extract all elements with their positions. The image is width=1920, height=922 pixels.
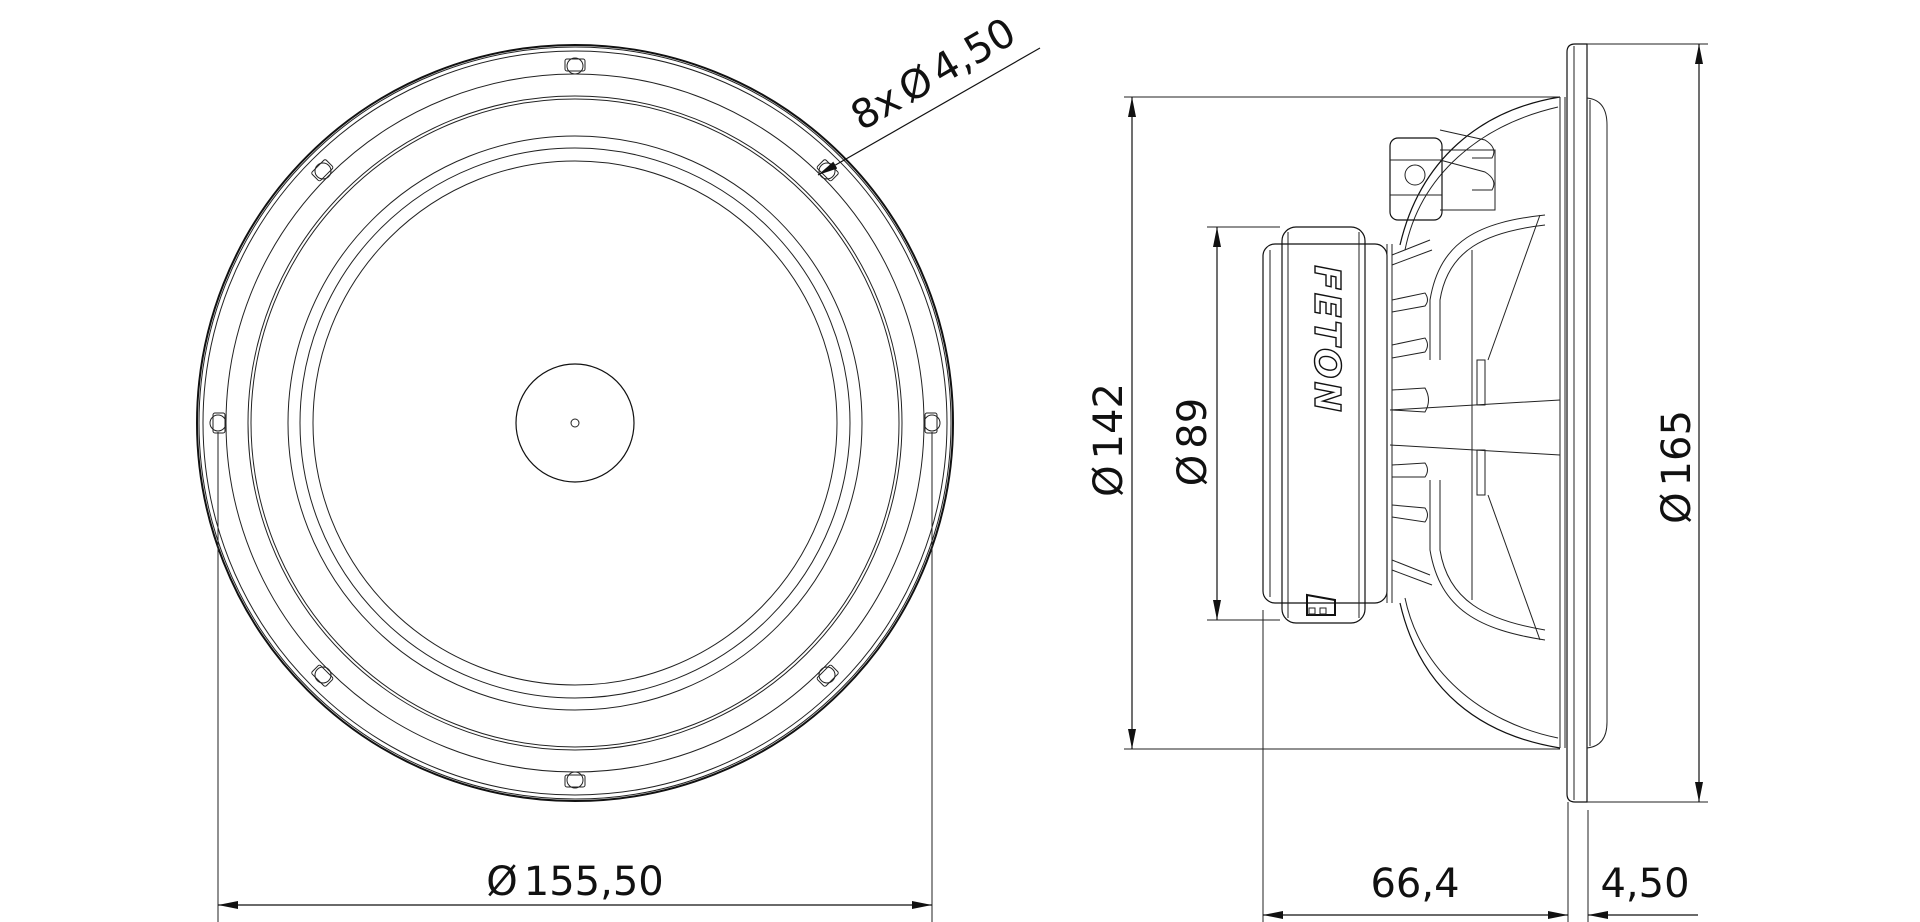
hole-callout: 8xØ4,50	[843, 9, 1023, 140]
basket-top-arc	[1399, 96, 1561, 246]
surround-outer	[225, 73, 925, 773]
vent-fins	[1391, 239, 1433, 586]
outer-rim	[196, 44, 954, 802]
basket-spoke-middle	[1389, 399, 1561, 456]
gasket	[1586, 97, 1608, 749]
terminal-block	[1389, 129, 1496, 221]
hole-diameter-value: 4,50	[924, 9, 1024, 93]
svg-text:8xØ4,50: 8xØ4,50	[843, 9, 1023, 140]
side-view: FETON Ø142 Ø89 Ø165 66,	[1086, 43, 1708, 922]
hole-leader-line	[817, 47, 1041, 176]
basket-spoke-upper	[1429, 214, 1546, 360]
flange	[1566, 43, 1588, 803]
dust-cap	[515, 363, 635, 483]
svg-text:FETON: FETON	[1306, 265, 1347, 414]
dim-165-label: Ø165	[1654, 410, 1700, 524]
surround-inner	[287, 135, 863, 711]
magnet-brand-logo: FETON	[1305, 265, 1347, 416]
cone-edge	[312, 160, 838, 686]
magnet-body	[1281, 226, 1366, 624]
dim-4-50-label: 4,50	[1600, 861, 1689, 907]
basket-bottom-arc	[1399, 602, 1561, 749]
basket-spoke-lower	[1429, 480, 1546, 641]
dim-66-4-label: 66,4	[1370, 861, 1459, 907]
dim-142-label: Ø142	[1086, 383, 1132, 497]
dim-89-label: Ø89	[1170, 398, 1216, 486]
center-point	[570, 418, 580, 428]
magnet-small-logo	[1306, 593, 1336, 616]
